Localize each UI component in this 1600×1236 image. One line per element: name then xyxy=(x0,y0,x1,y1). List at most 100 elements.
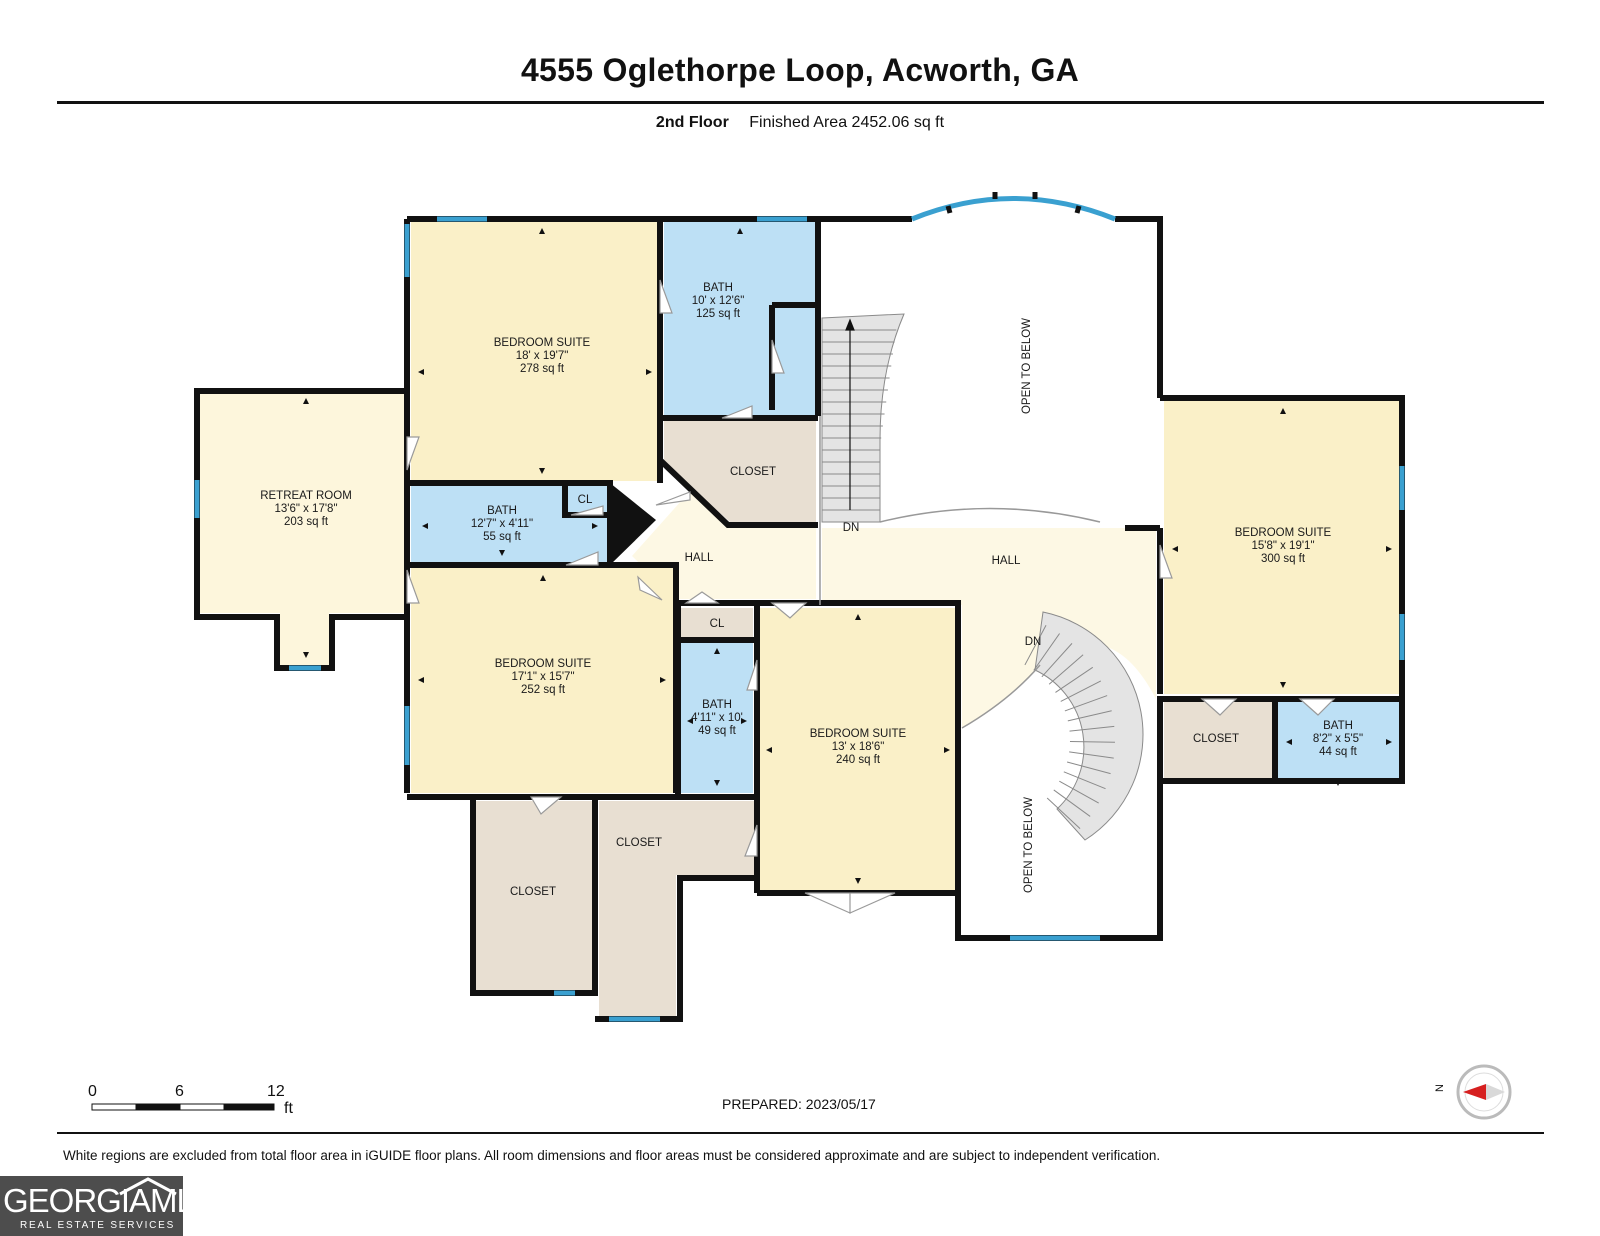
dimension-arrow xyxy=(418,677,424,683)
compass-north-label: N xyxy=(1433,1084,1446,1092)
bath-mid-dims: 12'7" x 4'11" xyxy=(471,518,533,530)
thin-partitions xyxy=(819,416,1101,729)
bath-mid-name: BATH xyxy=(487,505,517,517)
open-below-top: OPEN TO BELOW xyxy=(1021,318,1033,414)
spiral-tread xyxy=(1024,624,1047,666)
spiral-tread xyxy=(1067,710,1112,722)
plan-title: 4555 Oglethorpe Loop, Acworth, GA xyxy=(520,52,1080,88)
bedroom-right-name: BEDROOM SUITE xyxy=(1235,527,1332,539)
room-fills xyxy=(200,222,1399,1016)
spiral-tread xyxy=(1055,666,1094,693)
closet-right-name: CLOSET xyxy=(1193,733,1239,745)
disclaimer: White regions are excluded from total fl… xyxy=(63,1148,1161,1163)
open-below-bottom: OPEN TO BELOW xyxy=(1023,797,1035,893)
spiral-tread xyxy=(1069,751,1114,759)
dimension-arrow xyxy=(944,747,950,753)
bedroom-right-dims: 15'8" x 19'1" xyxy=(1251,540,1314,552)
dimension-arrow xyxy=(1386,739,1392,745)
retreat-area: 203 sq ft xyxy=(284,516,329,528)
bath-right-fill[interactable] xyxy=(1278,699,1399,778)
retreat-nook-fill[interactable] xyxy=(280,613,329,665)
dimension-arrow xyxy=(741,718,747,724)
spiral-tread xyxy=(1069,725,1115,732)
spiral-treads xyxy=(1024,624,1115,830)
dimension-arrow xyxy=(1172,546,1178,552)
bath-mid-fill[interactable] xyxy=(411,486,607,562)
bedroom-center-fill[interactable] xyxy=(760,608,956,890)
bedroom-center-name: BEDROOM SUITE xyxy=(810,728,907,740)
room-labels: BEDROOM SUITE 18' x 19'7" 278 sq ft BATH… xyxy=(260,282,1363,898)
spiral-tread xyxy=(1059,780,1099,804)
bedroom-top-area: 278 sq ft xyxy=(520,363,565,375)
scale-label-6: 6 xyxy=(175,1083,184,1100)
dimension-arrow xyxy=(303,398,309,404)
closet-bl-fill[interactable] xyxy=(476,801,592,990)
bath-right-dims: 8'2" x 5'5" xyxy=(1313,733,1363,745)
dimension-arrow xyxy=(687,718,693,724)
logo-roof-icon xyxy=(119,1177,177,1196)
bath-small-dims: 4'11" x 10' xyxy=(691,712,743,724)
dimension-arrow xyxy=(646,369,652,375)
dimension-arrow xyxy=(592,523,598,529)
bath-top-name: BATH xyxy=(703,282,733,294)
dimension-arrow xyxy=(539,468,545,474)
dimension-arrow xyxy=(766,747,772,753)
dimension-arrow xyxy=(855,878,861,884)
scale-unit: ft xyxy=(284,1100,293,1117)
cl-mid-name: CL xyxy=(578,494,593,506)
spiral-tread xyxy=(1069,740,1115,743)
stair-arrow xyxy=(845,318,855,510)
footer-rule xyxy=(57,1132,1544,1134)
dimension-arrow xyxy=(737,228,743,234)
compass-needle-icon xyxy=(1463,1084,1486,1100)
prepared-date: PREPARED: 2023/05/17 xyxy=(722,1096,876,1112)
dimension-arrow xyxy=(418,369,424,375)
bath-right-name: BATH xyxy=(1323,720,1353,732)
cl-small-fill[interactable] xyxy=(681,608,753,638)
bedroom-right-fill[interactable] xyxy=(1164,401,1399,694)
bath-right-area: 44 sq ft xyxy=(1319,746,1358,758)
dimension-arrow xyxy=(714,648,720,654)
bedroom-left-name: BEDROOM SUITE xyxy=(495,658,592,670)
logo-sub-text: REAL ESTATE SERVICES xyxy=(20,1220,176,1231)
retreat-room-fill[interactable] xyxy=(200,391,407,613)
spiral-tread xyxy=(1053,789,1091,817)
bath-top-fill[interactable] xyxy=(664,222,816,415)
spiral-stairs xyxy=(1034,611,1144,841)
hall-big-name: HALL xyxy=(992,555,1021,567)
closet-bm-name: CLOSET xyxy=(616,837,662,849)
bedroom-top-fill[interactable] xyxy=(411,222,658,481)
bath-top-dims: 10' x 12'6" xyxy=(692,295,745,307)
closet-bm-fill[interactable] xyxy=(599,801,754,1016)
dimension-arrow xyxy=(422,523,428,529)
bedroom-top-dims: 18' x 19'7" xyxy=(516,350,569,362)
dimension-arrow xyxy=(1280,682,1286,688)
bath-small-name: BATH xyxy=(702,699,732,711)
cl-small-name: CL xyxy=(710,618,725,630)
spiral-tread xyxy=(1064,695,1108,712)
bath-top-area: 125 sq ft xyxy=(696,308,741,320)
closet-bl-name: CLOSET xyxy=(510,886,556,898)
dimension-arrow xyxy=(1386,546,1392,552)
dimension-arrow xyxy=(714,780,720,786)
closet-top-name: CLOSET xyxy=(730,466,776,478)
hall-small-name: HALL xyxy=(685,552,714,564)
scale-bar xyxy=(91,1103,275,1111)
logo-main-text: GEORGIAMLS xyxy=(3,1182,216,1219)
bedroom-center-dims: 13' x 18'6" xyxy=(832,741,885,753)
bedroom-center-area: 240 sq ft xyxy=(836,754,881,766)
dimension-arrow xyxy=(1280,408,1286,414)
finished-area: Finished Area 2452.06 sq ft xyxy=(749,114,945,131)
dn-spiral: DN xyxy=(1025,636,1042,648)
retreat-dims: 13'6" x 17'8" xyxy=(274,503,337,515)
spiral-tread xyxy=(1060,680,1102,702)
bedroom-left-area: 252 sq ft xyxy=(521,684,566,696)
bay-window-mullions xyxy=(945,192,1082,214)
dimension-arrow xyxy=(540,575,546,581)
hall-big-fill[interactable] xyxy=(822,528,1156,728)
wall-wedge xyxy=(610,483,656,565)
bedroom-left-fill[interactable] xyxy=(411,568,674,793)
bedroom-right-area: 300 sq ft xyxy=(1261,553,1306,565)
dimension-arrow xyxy=(499,550,505,556)
floor-label: 2nd Floor xyxy=(655,114,729,131)
